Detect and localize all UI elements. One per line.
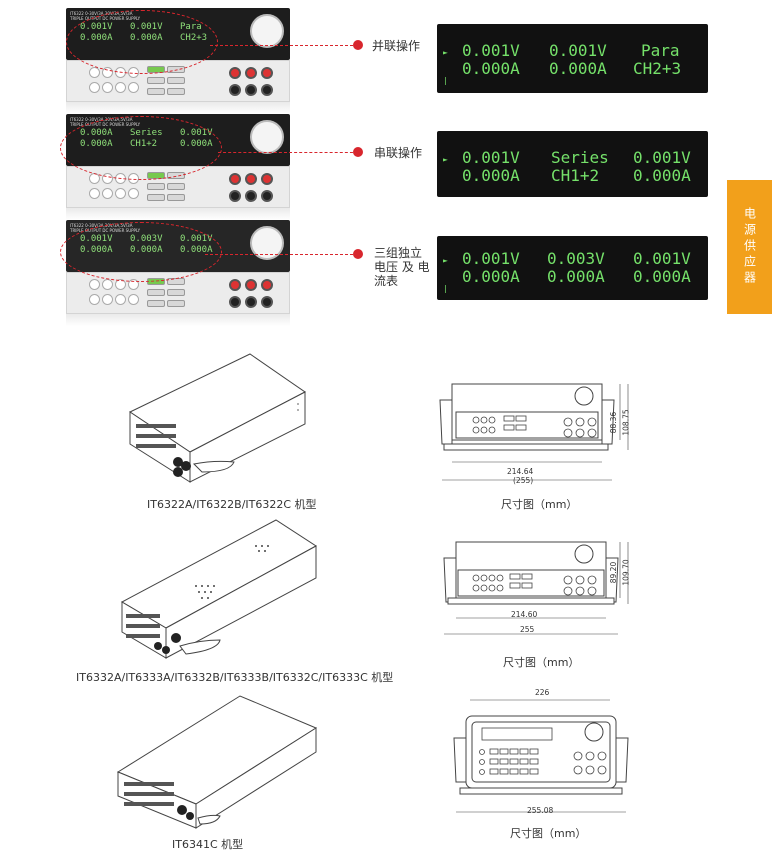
dim-width-outer-3: 255.08 <box>527 806 554 815</box>
dim-width-top-3: 226 <box>535 688 550 697</box>
product-drawing-3 <box>116 695 318 829</box>
dim-height-outer-1: 108.75 <box>621 409 631 436</box>
dim-caption-3: 尺寸图（mm） <box>510 827 587 840</box>
rotary-knob <box>250 120 284 154</box>
dim-height-outer-2: 109.70 <box>621 559 631 586</box>
mode-label-series: 串联操作 <box>374 146 423 160</box>
dim-width-outer-1: (255) <box>513 476 534 485</box>
dimension-drawing-3 <box>453 699 629 813</box>
callout-line <box>218 152 358 153</box>
model-caption-1: IT6322A/IT6322B/IT6322C 机型 <box>147 498 317 511</box>
lcd-display-series: ► 0.001V Series 0.001V 0.000A CH1+2 0.00… <box>437 131 708 197</box>
model-caption-3: IT6341C 机型 <box>172 838 244 851</box>
dim-height-inner-1: 88.36 <box>609 411 619 434</box>
callout-line <box>210 45 358 46</box>
lcd-display-parallel: ► 0.001V 0.001V Para 0.000A 0.000A CH2+3… <box>437 24 708 93</box>
highlight-oval <box>60 222 222 282</box>
product-drawing-1 <box>128 353 306 483</box>
dim-height-inner-2: 89.20 <box>609 561 619 584</box>
callout-line <box>205 254 358 255</box>
dim-width-outer-2: 255 <box>520 625 535 634</box>
mode-label-parallel: 并联操作 <box>372 39 421 53</box>
lcd-display-independent: ► 0.001V 0.003V 0.001V 0.000A 0.000A 0.0… <box>437 236 708 300</box>
rotary-knob <box>250 14 284 48</box>
highlight-oval <box>60 116 222 180</box>
dimension-drawing-1 <box>439 383 629 481</box>
dimension-drawing-2 <box>443 541 629 635</box>
dim-caption-2: 尺寸图（mm） <box>503 656 580 669</box>
highlight-oval <box>66 10 218 74</box>
mode-label-independent: 三组独立 电压 及 电 流表 <box>374 246 430 288</box>
product-drawing-2 <box>120 519 317 659</box>
model-caption-2: IT6332A/IT6333A/IT6332B/IT6333B/IT6332C/… <box>76 671 394 684</box>
callout-dot <box>353 40 363 50</box>
callout-dot <box>353 249 363 259</box>
dim-width-inner-2: 214.60 <box>511 610 538 619</box>
section-side-tab: 电源供应器 <box>727 180 772 314</box>
dim-caption-1: 尺寸图（mm） <box>501 498 578 511</box>
dim-width-inner-1: 214.64 <box>507 467 534 476</box>
callout-dot <box>353 147 363 157</box>
